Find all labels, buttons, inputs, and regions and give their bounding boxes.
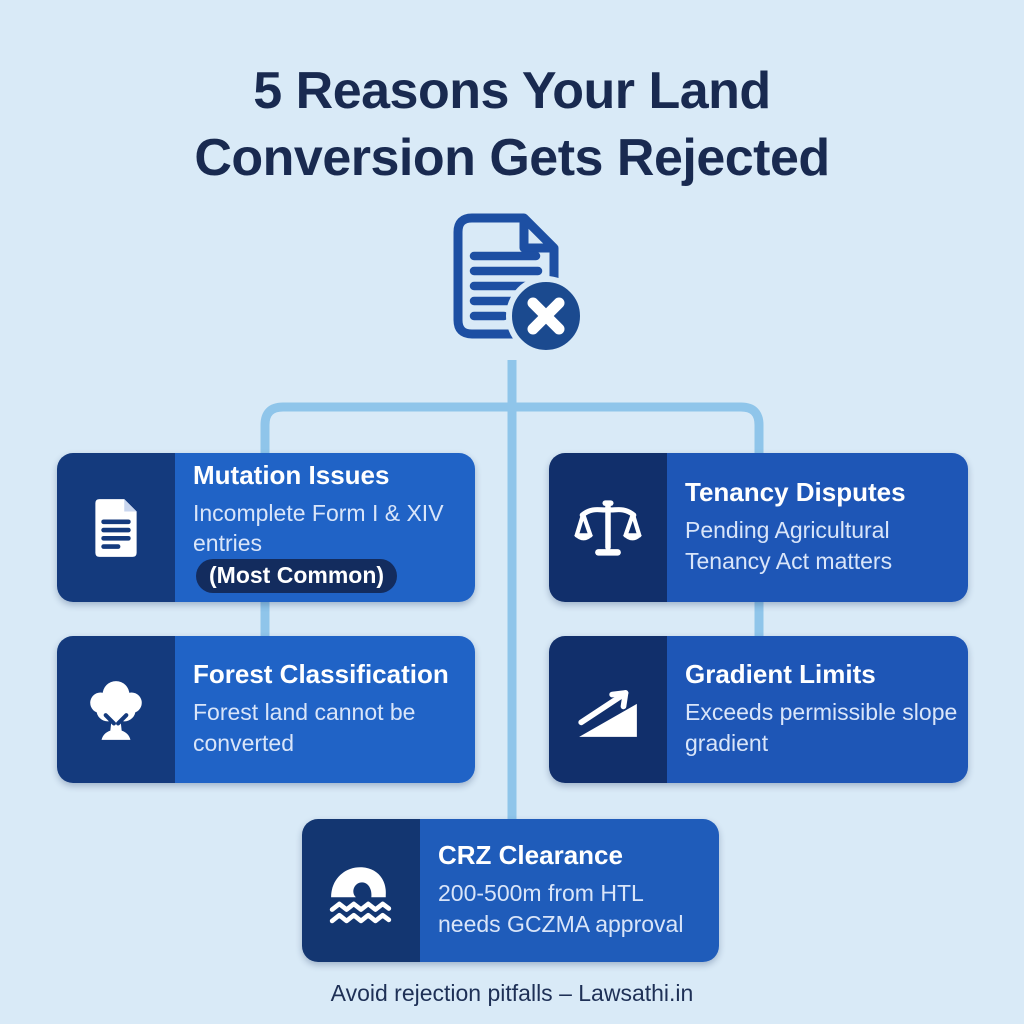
card-body: Forest Classification Forest land cannot…	[175, 636, 475, 783]
card-gradient-limits: Gradient Limits Exceeds permissible slop…	[549, 636, 968, 783]
footer-tagline: Avoid rejection pitfalls – Lawsathi.in	[330, 980, 694, 1006]
tree-icon	[90, 680, 142, 740]
card-body: Tenancy Disputes Pending Agricultural Te…	[667, 453, 968, 602]
card-subtitle: Incomplete Form I & XIV entries (Most Co…	[193, 498, 465, 594]
document-lines-icon	[95, 498, 137, 557]
page-title: 5 Reasons Your Land Conversion Gets Reje…	[0, 58, 1024, 191]
document-fold	[519, 218, 554, 253]
card-mutation-issues: Mutation Issues Incomplete Form I & XIV …	[57, 453, 475, 602]
page-title-line-2: Conversion Gets Rejected	[194, 128, 830, 187]
connector-right-branch	[512, 402, 764, 640]
card-subtitle: 200-500m from HTL needs GCZMA approval	[438, 879, 684, 937]
card-icon-panel	[549, 636, 667, 783]
page-title-line-1: 5 Reasons Your Land	[253, 62, 771, 120]
card-tenancy-disputes: Tenancy Disputes Pending Agricultural Te…	[549, 453, 968, 602]
card-title: Forest Classification	[193, 658, 449, 689]
connector-left-branch	[260, 402, 512, 640]
card-body: Mutation Issues Incomplete Form I & XIV …	[175, 453, 475, 602]
card-icon-panel	[302, 819, 420, 962]
card-subtitle: Forest land cannot be converted	[193, 698, 416, 756]
card-title: CRZ Clearance	[438, 839, 623, 870]
card-title: Tenancy Disputes	[685, 476, 906, 507]
card-title: Mutation Issues	[193, 459, 390, 490]
wave-icon	[329, 866, 392, 923]
x-mark-icon	[527, 297, 565, 335]
document-rejected-icon	[453, 213, 586, 356]
card-subtitle: Exceeds permissible slope gradient	[685, 698, 958, 756]
balance-scale-icon	[573, 499, 643, 556]
card-body: Gradient Limits Exceeds permissible slop…	[667, 636, 968, 783]
card-crz-clearance: CRZ Clearance 200-500m from HTL needs GC…	[302, 819, 719, 962]
card-icon-panel	[57, 453, 175, 602]
slope-arrow-icon	[578, 689, 637, 737]
card-body: CRZ Clearance 200-500m from HTL needs GC…	[420, 819, 719, 962]
card-subtitle: Pending Agricultural Tenancy Act matters	[685, 516, 893, 574]
card-title: Gradient Limits	[685, 658, 876, 689]
card-forest-classification: Forest Classification Forest land cannot…	[57, 636, 475, 783]
most-common-badge: (Most Common)	[196, 558, 398, 594]
card-icon-panel	[549, 453, 667, 602]
card-subtitle-text: Incomplete Form I & XIV entries	[193, 499, 444, 557]
card-icon-panel	[57, 636, 175, 783]
